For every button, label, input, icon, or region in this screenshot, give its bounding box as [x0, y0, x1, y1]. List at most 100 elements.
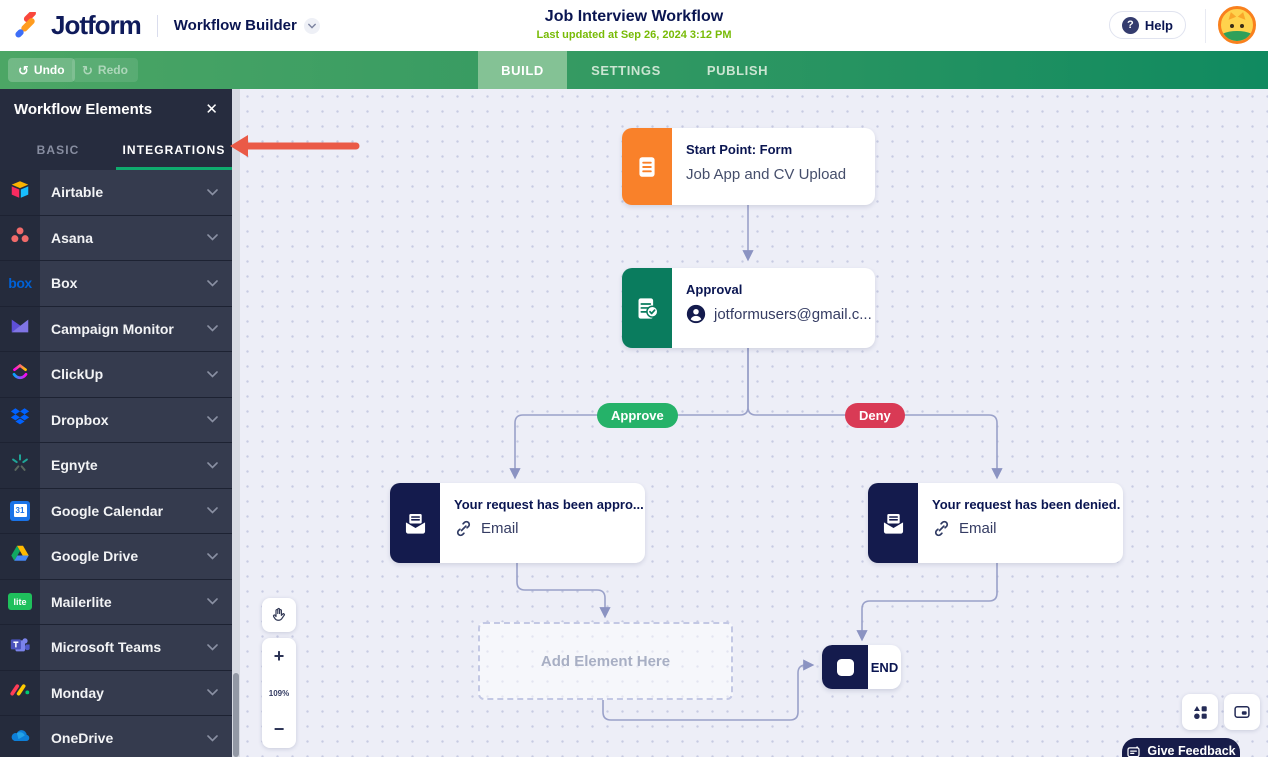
- node-email-approved[interactable]: Your request has been appro... Email: [390, 483, 645, 563]
- sidebar-scrollbar: [232, 89, 240, 757]
- header-divider: [156, 14, 158, 37]
- sidebar-scrollbar-thumb[interactable]: [233, 673, 239, 757]
- undo-label: Undo: [33, 63, 65, 77]
- deny-branch-badge[interactable]: Deny: [845, 403, 905, 428]
- sidebar-item-onedrive[interactable]: OneDrive: [0, 716, 232, 757]
- node-title: Your request has been appro...: [454, 497, 644, 512]
- chevron-down-icon[interactable]: [207, 507, 218, 514]
- asana-icon: [9, 224, 31, 251]
- sidebar-item-dropbox[interactable]: Dropbox: [0, 397, 232, 443]
- egnyte-icon: [9, 452, 31, 479]
- product-switcher[interactable]: Workflow Builder: [174, 17, 320, 34]
- email-icon: [868, 483, 918, 563]
- close-icon[interactable]: ✕: [205, 101, 218, 118]
- chevron-down-icon[interactable]: [207, 689, 218, 696]
- workflow-canvas[interactable]: Start Point: Form Job App and CV Upload …: [240, 89, 1268, 757]
- node-approval[interactable]: Approval jotformusers@gmail.c...: [622, 268, 875, 348]
- end-label: END: [868, 645, 901, 689]
- help-button[interactable]: ? Help: [1108, 11, 1186, 39]
- sidebar-item-airtable[interactable]: Airtable: [0, 170, 232, 216]
- clickup-icon: [9, 361, 31, 388]
- sidebar-item-google-calendar[interactable]: 31 Google Calendar: [0, 488, 232, 534]
- jotform-logo-text[interactable]: Jotform: [51, 10, 142, 40]
- chevron-down-icon[interactable]: [207, 234, 218, 241]
- panel-header: Workflow Elements ✕: [0, 89, 232, 130]
- google-drive-icon: [9, 543, 31, 570]
- zoom-out-button[interactable]: −: [273, 719, 285, 740]
- tab-settings[interactable]: SETTINGS: [591, 62, 661, 78]
- feedback-label: Give Feedback: [1147, 744, 1236, 757]
- sidebar-item-mailerlite[interactable]: lite Mailerlite: [0, 579, 232, 625]
- minimap-icon: [1233, 703, 1251, 721]
- tab-publish[interactable]: PUBLISH: [706, 62, 769, 78]
- question-mark-icon: ?: [1121, 16, 1139, 34]
- add-element-placeholder[interactable]: Add Element Here: [478, 622, 733, 700]
- chevron-down-icon[interactable]: [207, 598, 218, 605]
- chevron-down-icon[interactable]: [207, 279, 218, 287]
- elements-overview-button[interactable]: [1182, 694, 1218, 730]
- node-title: Start Point: Form: [686, 142, 793, 157]
- sidebar-item-clickup[interactable]: ClickUp: [0, 352, 232, 398]
- email-icon: [390, 483, 440, 563]
- pan-hand-button[interactable]: [262, 598, 296, 632]
- give-feedback-button[interactable]: Give Feedback: [1122, 738, 1240, 757]
- redo-button[interactable]: ↻ Redo: [72, 58, 138, 82]
- sidebar-item-campaign-monitor[interactable]: Campaign Monitor: [0, 306, 232, 352]
- tab-basic[interactable]: BASIC: [36, 143, 80, 157]
- chevron-down-icon[interactable]: [207, 643, 218, 651]
- assignee-avatar-icon: [686, 304, 706, 324]
- node-subtitle: Job App and CV Upload: [686, 166, 847, 183]
- node-start-form[interactable]: Start Point: Form Job App and CV Upload: [622, 128, 875, 205]
- redo-label: Redo: [97, 63, 128, 77]
- end-icon: [822, 645, 868, 689]
- sidebar-item-monday[interactable]: Monday: [0, 670, 232, 716]
- microsoft-teams-icon: [9, 634, 31, 661]
- approve-branch-badge[interactable]: Approve: [597, 403, 678, 428]
- header-vertical-divider: [1205, 9, 1206, 43]
- chevron-down-icon[interactable]: [207, 552, 218, 560]
- assignee-email: jotformusers@gmail.c...: [714, 305, 872, 323]
- channel-label: Email: [481, 520, 519, 537]
- link-icon: [932, 519, 951, 538]
- chevron-down-icon[interactable]: [207, 416, 218, 423]
- chevron-down-icon[interactable]: [207, 188, 218, 196]
- hand-icon: [270, 606, 288, 624]
- zoom-level: 109%: [268, 688, 290, 698]
- undo-button[interactable]: ↺ Undo: [8, 58, 75, 82]
- sidebar-item-box[interactable]: box Box: [0, 261, 232, 307]
- chevron-down-icon[interactable]: [207, 370, 218, 378]
- jotform-logo-icon[interactable]: [14, 12, 41, 39]
- sidebar-item-google-drive[interactable]: Google Drive: [0, 534, 232, 580]
- tab-integrations[interactable]: INTEGRATIONS: [122, 143, 226, 157]
- mailerlite-icon: lite: [8, 593, 32, 611]
- help-label: Help: [1144, 17, 1173, 33]
- chevron-down-icon[interactable]: [207, 461, 218, 469]
- active-tab-underline: [116, 167, 232, 170]
- sidebar-item-asana[interactable]: Asana: [0, 215, 232, 261]
- avatar[interactable]: [1218, 6, 1256, 44]
- node-title: Your request has been denied.: [932, 497, 1121, 512]
- dropbox-icon: [9, 406, 31, 433]
- node-end[interactable]: END: [822, 645, 901, 689]
- onedrive-icon: [9, 725, 31, 752]
- main-tabs: BUILD SETTINGS PUBLISH: [478, 51, 790, 89]
- minimap-button[interactable]: [1224, 694, 1260, 730]
- node-title: Approval: [686, 282, 743, 297]
- chevron-down-icon: [303, 17, 320, 34]
- chevron-down-icon[interactable]: [207, 325, 218, 332]
- box-icon: box: [8, 275, 32, 292]
- chevron-down-icon[interactable]: [207, 734, 218, 742]
- workflow-elements-panel: Workflow Elements ✕ BASIC INTEGRATIONS A…: [0, 89, 240, 757]
- node-email-denied[interactable]: Your request has been denied. Email: [868, 483, 1123, 563]
- approval-icon: [622, 268, 672, 348]
- redo-icon: ↻: [82, 62, 93, 78]
- panel-tabs: BASIC INTEGRATIONS: [0, 130, 232, 170]
- tab-build[interactable]: BUILD: [478, 51, 567, 89]
- app-header: Jotform Workflow Builder Job Interview W…: [0, 0, 1268, 51]
- sidebar-item-egnyte[interactable]: Egnyte: [0, 443, 232, 489]
- product-name: Workflow Builder: [173, 17, 297, 34]
- sidebar-item-microsoft-teams[interactable]: Microsoft Teams: [0, 625, 232, 671]
- channel-label: Email: [959, 520, 997, 537]
- zoom-in-button[interactable]: +: [273, 645, 285, 666]
